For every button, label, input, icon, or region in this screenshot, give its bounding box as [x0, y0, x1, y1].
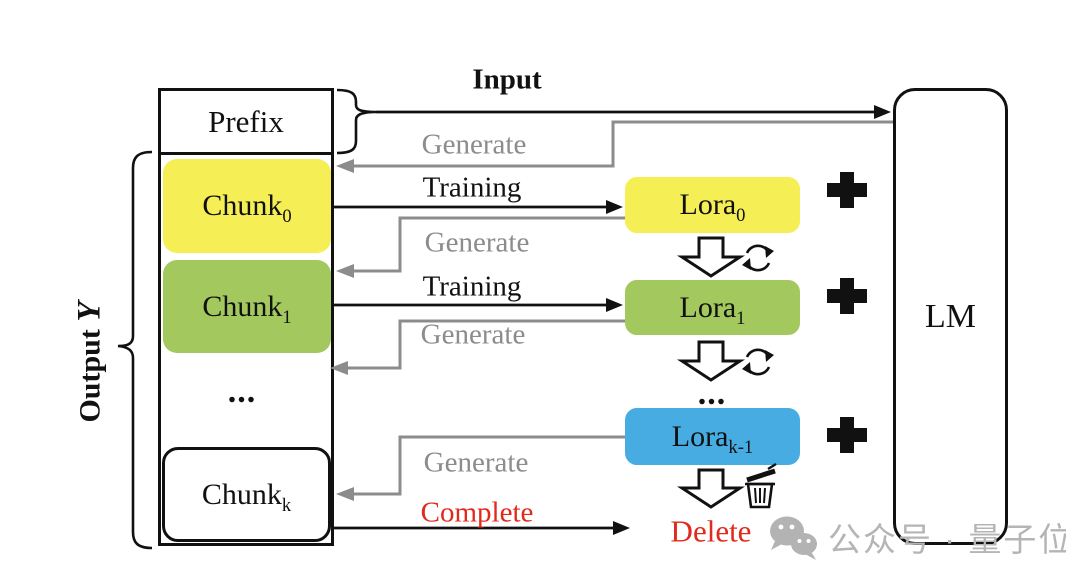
chunk-1-box: Chunk1: [163, 260, 331, 353]
generate-arrows: [330, 120, 893, 501]
lora-k1-box: Lorak-1: [625, 408, 800, 465]
complete-label: Complete: [420, 496, 534, 529]
lora-1-label: Lora1: [679, 290, 746, 329]
generate-4-arrowhead: [336, 487, 354, 501]
black-arrows: [333, 105, 891, 535]
output-brace: [117, 150, 153, 550]
output-symbol: Y: [71, 301, 108, 322]
delete-label: Delete: [670, 513, 752, 549]
chunk-0-box: Chunk0: [163, 159, 331, 253]
training-label-2: Training: [422, 270, 522, 303]
down-arrow-icon: [676, 236, 746, 278]
generate-label-1: Generate: [421, 128, 527, 161]
training-1-arrowhead: [606, 298, 623, 312]
generate-1-arrowhead: [336, 159, 354, 173]
chunk-1-label: Chunk1: [202, 289, 292, 328]
plus-icons: [827, 172, 867, 453]
down-arrows: [676, 236, 746, 509]
chunk-ellipsis: ...: [227, 373, 257, 410]
lm-label: LM: [925, 297, 976, 335]
training-0-arrowhead: [606, 200, 623, 214]
lm-box: LM: [893, 88, 1008, 545]
training-label-1: Training: [422, 171, 522, 204]
lora-1-box: Lora1: [625, 280, 800, 335]
refresh-icon: [742, 348, 774, 376]
lora-0-box: Lora0: [625, 177, 800, 233]
chunk-0-label: Chunk0: [202, 189, 292, 227]
lora-k1-label: Lorak-1: [671, 419, 754, 458]
plus-icon: [827, 172, 867, 208]
wechat-icon: [770, 516, 817, 560]
chunk-k-label: Chunkk: [201, 477, 292, 516]
chunk-k-box: Chunkk: [162, 447, 331, 542]
plus-icon: [827, 417, 867, 453]
output-label: Output Y: [72, 301, 109, 422]
plus-icon: [827, 278, 867, 314]
generate-label-2: Generate: [424, 226, 530, 259]
watermark: 公众号 · 量子位: [766, 512, 1066, 562]
down-arrow-icon: [676, 468, 746, 509]
generate-2-arrowhead: [336, 264, 354, 278]
generate-label-3: Generate: [420, 318, 526, 351]
prefix-brace: [336, 88, 377, 155]
complete-arrowhead: [613, 521, 630, 535]
trash-icon: [745, 462, 777, 509]
prefix-label: Prefix: [208, 104, 284, 139]
lora-ellipsis: ...: [697, 375, 727, 412]
prefix-box: Prefix: [158, 88, 334, 155]
watermark-text: 公众号 · 量子位: [828, 521, 1066, 558]
generate-label-4: Generate: [423, 446, 529, 479]
output-text: Output: [73, 329, 107, 423]
input-arrowhead: [874, 105, 891, 119]
refresh-icon: [742, 244, 774, 272]
lora-0-label: Lora0: [679, 188, 746, 226]
input-label: Input: [472, 63, 542, 96]
